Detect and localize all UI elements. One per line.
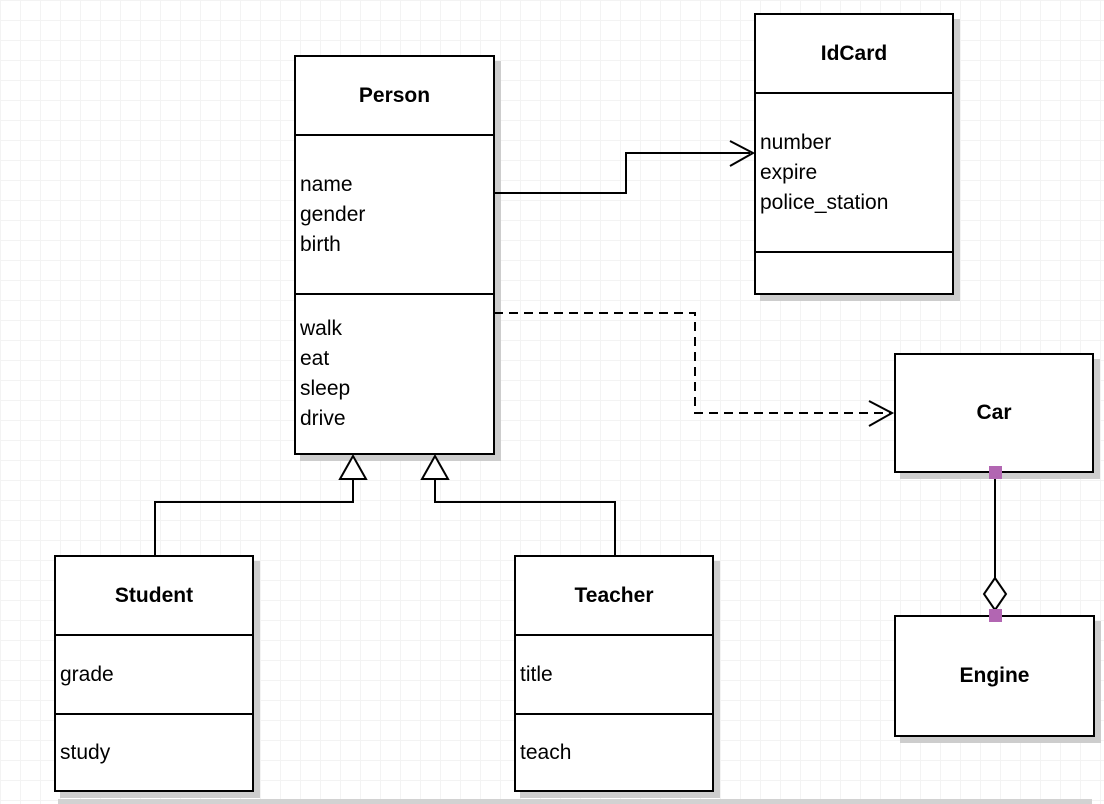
generalization-teacher-person[interactable] <box>420 453 616 555</box>
class-person-methods: walk eat sleep drive <box>296 295 493 453</box>
class-teacher-attributes: title <box>516 636 712 715</box>
method: sleep <box>300 377 351 400</box>
method: eat <box>300 347 330 370</box>
method: drive <box>300 407 346 430</box>
class-student[interactable]: Student grade study <box>54 555 254 792</box>
attribute: name <box>300 172 353 196</box>
hollow-triangle-icon <box>420 453 450 480</box>
attribute: birth <box>300 232 341 256</box>
class-car[interactable]: Car <box>894 353 1094 473</box>
attribute: police_station <box>760 190 889 214</box>
attribute: grade <box>60 662 114 686</box>
class-student-attributes: grade <box>56 636 252 715</box>
generalization-student-person[interactable] <box>154 453 368 555</box>
class-person-attributes: name gender birth <box>296 136 493 295</box>
class-car-title: Car <box>976 401 1012 424</box>
attribute: number <box>760 130 832 154</box>
class-idcard-title: IdCard <box>756 15 952 94</box>
class-teacher-title: Teacher <box>516 557 712 636</box>
class-person[interactable]: Person name gender birth walk eat sleep … <box>294 55 495 455</box>
hollow-triangle-icon <box>338 453 368 480</box>
method: study <box>60 740 111 764</box>
class-engine-title: Engine <box>959 664 1030 687</box>
dependency-person-car[interactable] <box>494 312 895 427</box>
aggregation-car-engine[interactable] <box>982 466 1008 622</box>
association-person-idcard[interactable] <box>494 140 756 194</box>
class-student-title: Student <box>56 557 252 636</box>
open-arrowhead-icon <box>729 140 756 167</box>
attribute: gender <box>300 202 366 226</box>
method: walk <box>300 317 343 340</box>
attribute: expire <box>760 160 818 184</box>
class-student-methods: study <box>56 715 252 790</box>
method: teach <box>520 740 572 764</box>
class-teacher[interactable]: Teacher title teach <box>514 555 714 792</box>
open-arrowhead-icon <box>868 400 895 427</box>
class-teacher-methods: teach <box>516 715 712 790</box>
class-person-title: Person <box>296 57 493 136</box>
class-idcard[interactable]: IdCard number expire police_station <box>754 13 954 295</box>
class-engine[interactable]: Engine <box>894 615 1095 737</box>
class-idcard-attributes: number expire police_station <box>756 94 952 253</box>
class-idcard-methods <box>756 253 952 293</box>
attribute: title <box>520 662 553 686</box>
hollow-diamond-icon <box>982 576 1008 612</box>
canvas-edge-shadow <box>58 799 1092 804</box>
